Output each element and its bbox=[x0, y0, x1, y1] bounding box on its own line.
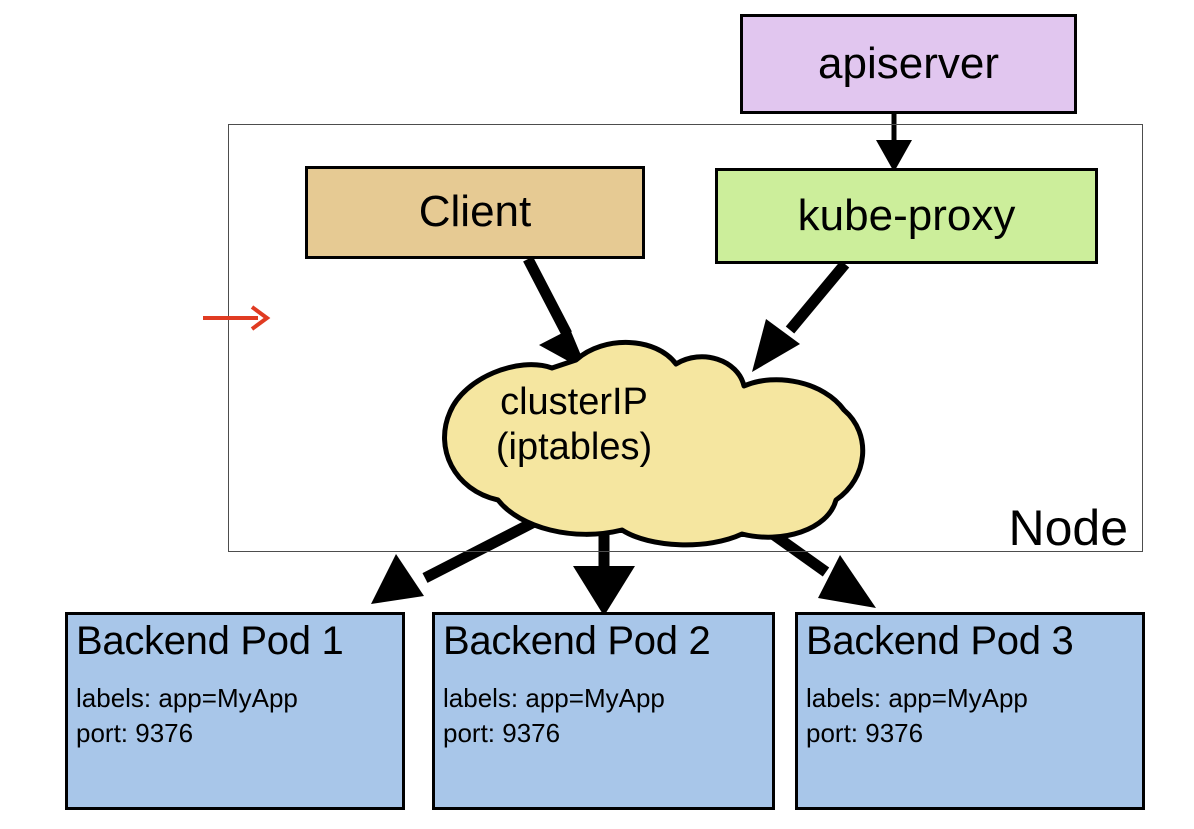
pod-labels: labels: app=MyApp bbox=[443, 683, 665, 713]
backend-pod-2[interactable]: Backend Pod 2 labels: app=MyApp port: 93… bbox=[432, 612, 775, 810]
pod-port: port: 9376 bbox=[76, 718, 194, 749]
kube-proxy-box[interactable]: kube-proxy bbox=[715, 168, 1098, 264]
cloud-shape bbox=[442, 340, 866, 548]
client-box[interactable]: Client bbox=[305, 166, 645, 259]
node-container: Node bbox=[228, 124, 1143, 556]
clusterip-cloud[interactable]: clusterIP (iptables) bbox=[424, 338, 876, 548]
red-inbound-arrow bbox=[200, 300, 276, 336]
client-label: Client bbox=[418, 187, 532, 237]
pod-title: Backend Pod 3 bbox=[806, 619, 1074, 663]
apiserver-label: apiserver bbox=[818, 38, 999, 88]
backend-pod-3[interactable]: Backend Pod 3 labels: app=MyApp port: 93… bbox=[795, 612, 1145, 810]
pod-port: port: 9376 bbox=[806, 718, 924, 749]
pod-title: Backend Pod 1 bbox=[76, 619, 344, 663]
pod-port: port: 9376 bbox=[443, 718, 561, 749]
pod-title: Backend Pod 2 bbox=[443, 619, 711, 663]
pod-labels: labels: app=MyApp bbox=[806, 683, 1028, 713]
node-label: Node bbox=[1008, 500, 1128, 556]
pod-labels: labels: app=MyApp bbox=[76, 683, 298, 713]
apiserver-box[interactable]: apiserver bbox=[740, 14, 1077, 114]
backend-pod-1[interactable]: Backend Pod 1 labels: app=MyApp port: 93… bbox=[65, 612, 405, 810]
kube-proxy-label: kube-proxy bbox=[797, 190, 1016, 240]
